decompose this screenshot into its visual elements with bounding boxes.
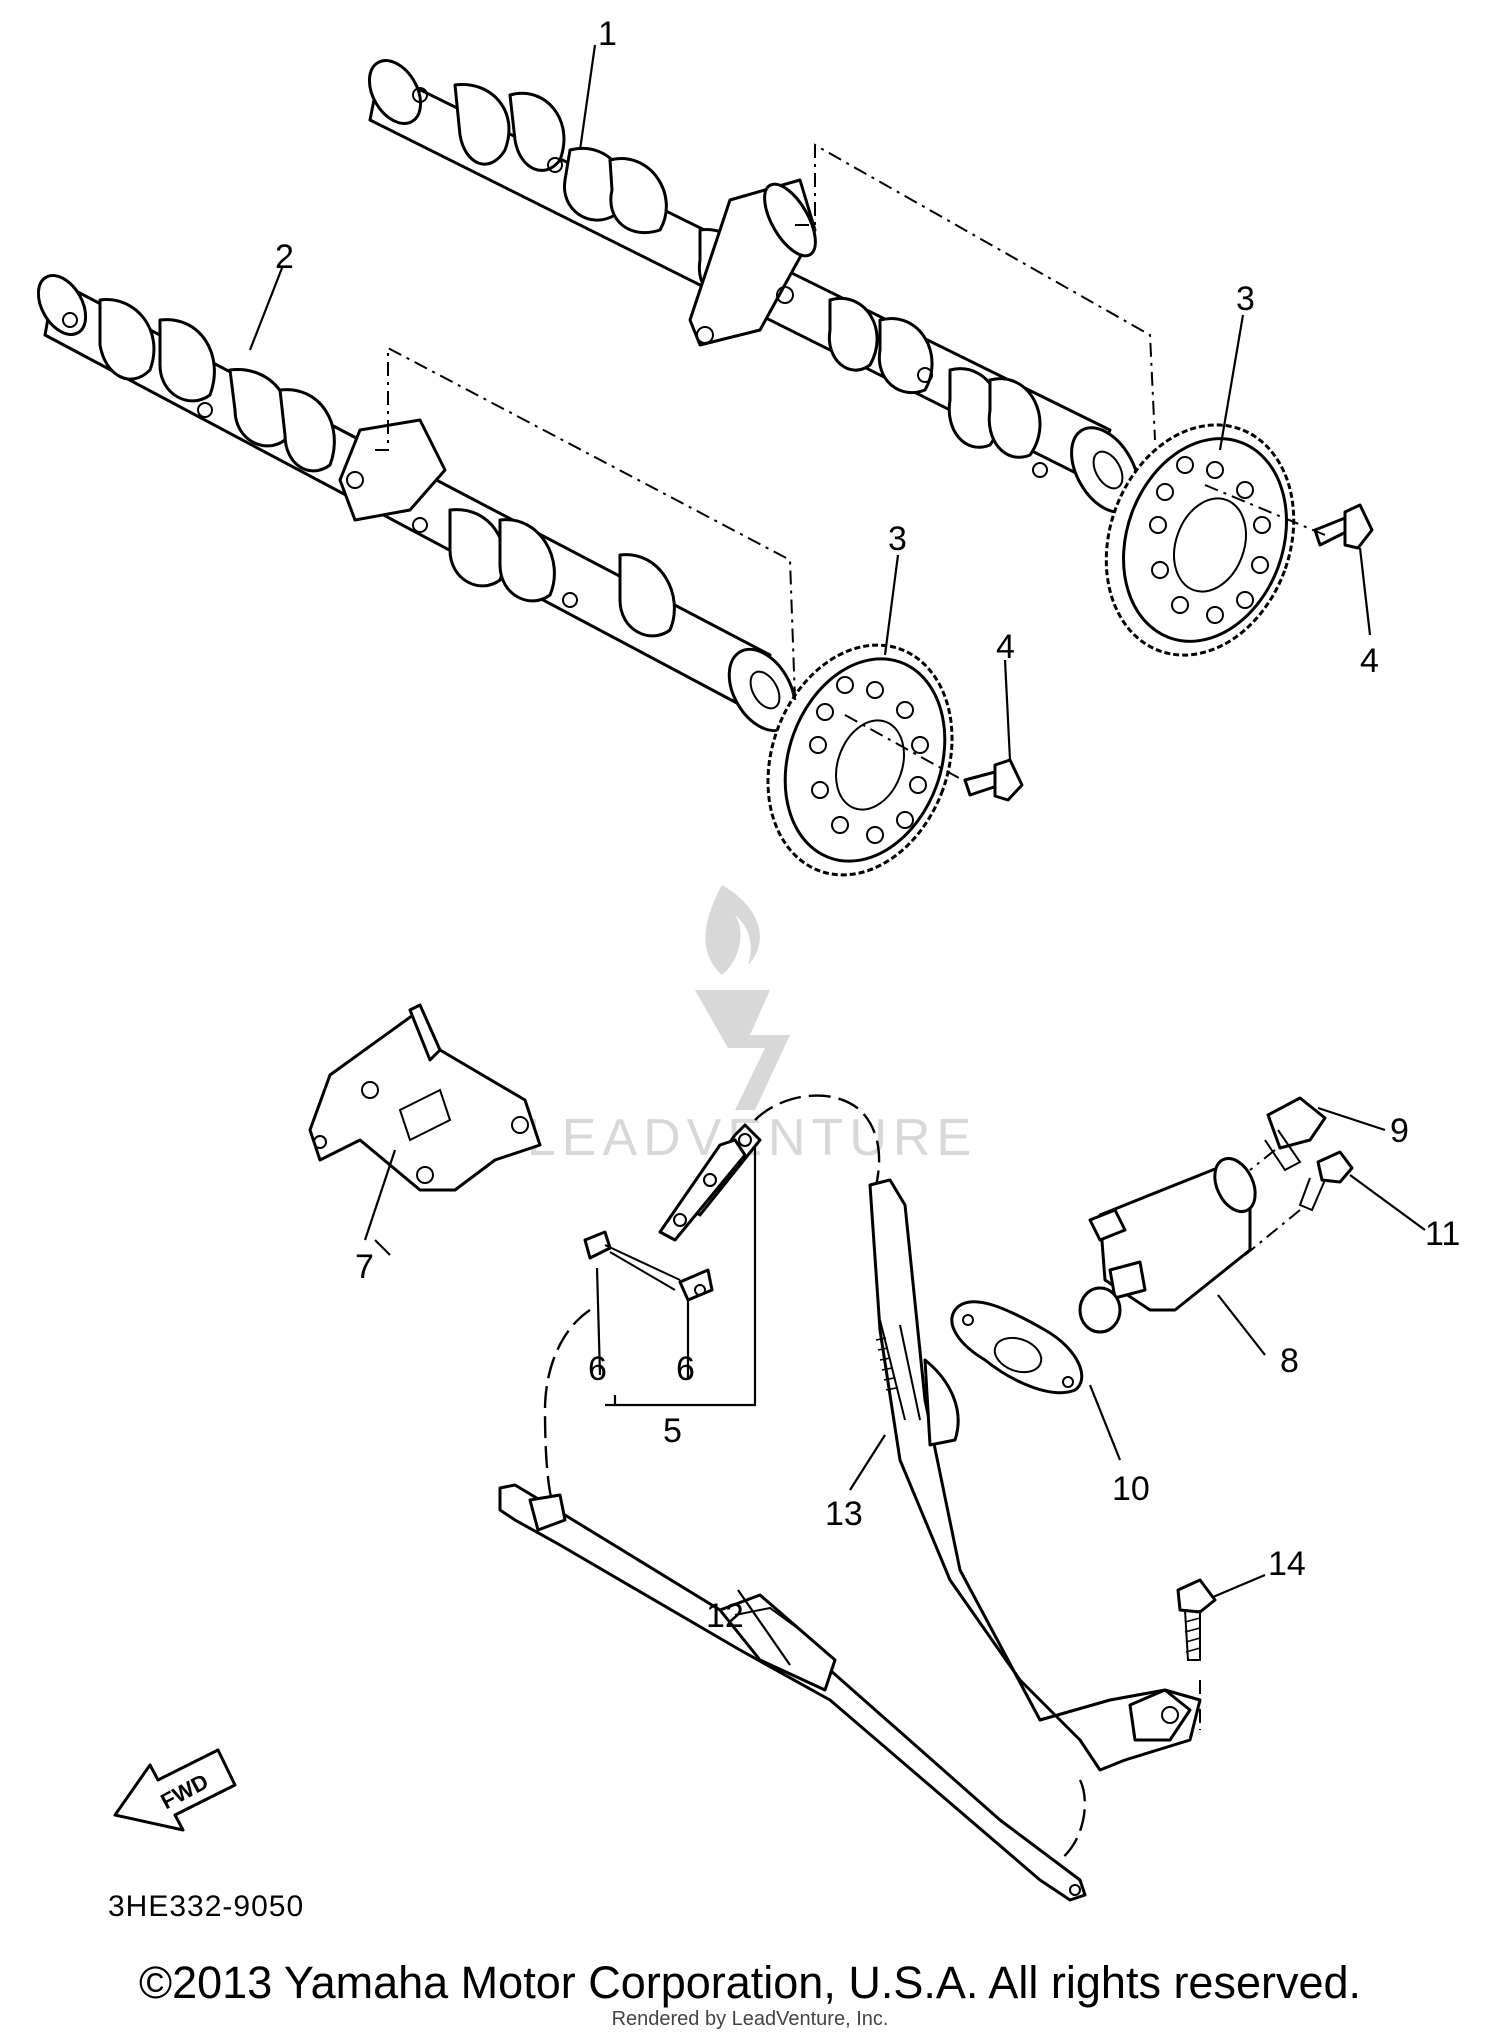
callout-11: 11 [1425,1215,1460,1253]
callout-9: 9 [1390,1112,1409,1150]
sprocket-upper-drawing [1104,423,1296,657]
assembly-lines-camshafts [375,143,1326,784]
callout-7: 7 [355,1248,374,1286]
cam-chain-drawing [543,1094,881,1511]
bolt-lower-drawing [963,758,1024,802]
callout-3-lower: 3 [888,520,907,558]
leader-lines [248,44,1426,1666]
callout-5: 5 [663,1412,682,1450]
callout-12: 12 [706,1597,744,1635]
guide-bolt-drawing [1176,1578,1217,1730]
callout-6-right: 6 [676,1350,695,1388]
callout-13: 13 [825,1495,863,1533]
diagram-code: 3HE332-9050 [108,1890,305,1923]
sprocket-lower-drawing [766,643,954,877]
callout-4-lower: 4 [996,628,1015,666]
callout-10: 10 [1112,1470,1150,1508]
callout-labels: 1 2 3 3 4 4 5 6 6 7 8 9 10 11 12 13 14 [275,15,1460,1635]
bolt-upper-drawing [1313,503,1374,550]
callout-1: 1 [598,15,617,53]
rendered-by-credit: Rendered by LeadVenture, Inc. [611,2008,889,2030]
tensioner-gasket-drawing [950,1300,1084,1395]
chain-guide-7-drawing [308,1003,542,1192]
camshaft-1-drawing [367,59,1140,514]
v-logo-icon [695,990,790,1110]
chain-tensioner-drawing [1078,1157,1257,1334]
camshaft-2-drawing [36,274,797,733]
tensioner-bolt-drawing [1244,1150,1354,1256]
chain-joint-links-drawing [583,1230,714,1302]
copyright-notice: ©2013 Yamaha Motor Corporation, U.S.A. A… [138,1957,1362,2008]
tensioner-cap-bolt-drawing [1249,1096,1327,1172]
chain-guide-12-drawing [498,1483,1087,1902]
callout-14: 14 [1268,1545,1306,1583]
callout-6-left: 6 [588,1350,607,1388]
callout-8: 8 [1280,1342,1299,1380]
forward-arrow: FWD [113,1748,237,1832]
flame-logo-icon [705,885,760,975]
callout-2: 2 [275,238,294,276]
callout-3-upper: 3 [1236,280,1255,318]
chain-guide-13-drawing [868,1178,1202,1772]
watermark: LEADVENTURE [527,885,971,1167]
callout-4-upper: 4 [1360,642,1379,680]
